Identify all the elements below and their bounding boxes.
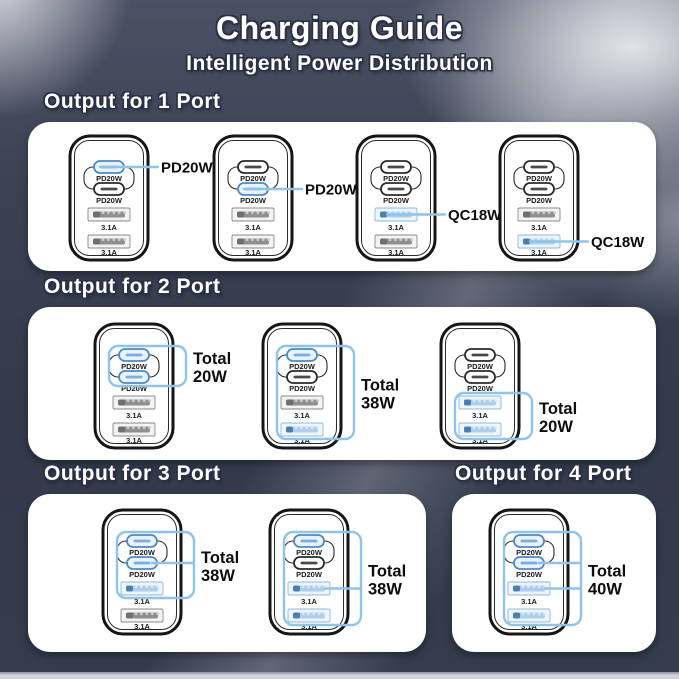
panel-output-3-port xyxy=(28,494,426,652)
section-heading-1-port: Output for 1 Port xyxy=(44,90,221,113)
background-floor-strip xyxy=(0,672,679,679)
page-subtitle: Intelligent Power Distribution xyxy=(186,52,493,75)
panel-output-1-port xyxy=(28,122,656,271)
page-title: Charging Guide xyxy=(216,10,463,46)
section-heading-2-port: Output for 2 Port xyxy=(44,275,221,298)
panel-output-4-port xyxy=(452,494,656,652)
panel-output-2-port xyxy=(28,307,656,460)
section-heading-3-port: Output for 3 Port xyxy=(44,462,221,485)
section-heading-4-port: Output for 4 Port xyxy=(455,462,632,485)
